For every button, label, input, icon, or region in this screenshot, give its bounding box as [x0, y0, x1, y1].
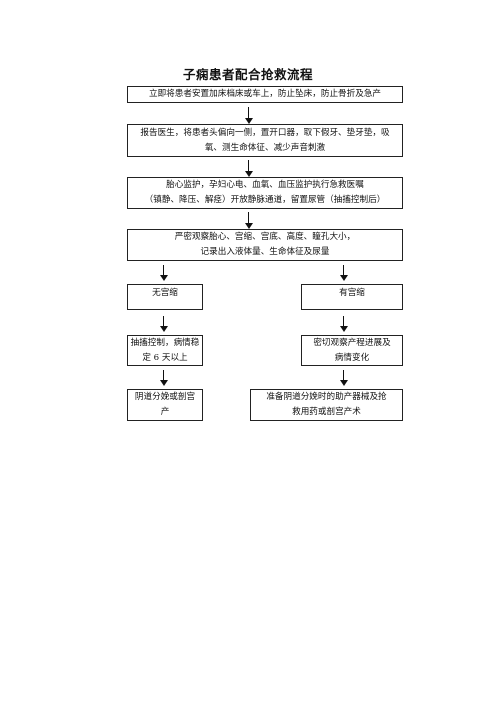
step-monitoring-line-2: （镇静、降压、解痉）开放静脉通道，留置尿管（抽搐控制后） — [144, 195, 386, 205]
right-observe-labor-line-2: 病情变化 — [334, 352, 370, 363]
right-prepare-delivery-line-1: 准备阴道分娩时的助产器械及抢 — [266, 392, 387, 402]
flowchart-title: 子痫患者配合抢救流程 — [182, 67, 313, 82]
right-observe-labor: 密切观察产程进展及 病情变化 — [301, 335, 403, 366]
arrow-left-2 — [160, 316, 168, 332]
arrow-left-3 — [160, 370, 168, 386]
arrow-to-contraction — [340, 265, 348, 281]
step-observation-line-1: 严密观察胎心、宫缩、宫底、高度、瞳孔大小， — [174, 232, 356, 242]
arrow-down-2 — [245, 160, 253, 177]
step-bed-safety-line-1: 立即将患者安置加床档床或车上，防止坠床，防止骨折及急产 — [148, 89, 382, 99]
right-observe-labor-line-1: 密切观察产程进展及 — [313, 337, 391, 348]
step-observation-line-2: 记录出入液体量、生命体征及尿量 — [200, 247, 330, 257]
left-no-contraction-label: 无宫缩 — [152, 288, 178, 298]
step-observation: 严密观察胎心、宫缩、宫底、高度、瞳孔大小， 记录出入液体量、生命体征及尿量 — [127, 229, 403, 261]
left-no-contraction: 无宫缩 — [127, 284, 203, 310]
right-contraction-label: 有宫缩 — [339, 288, 365, 298]
right-prepare-delivery: 准备阴道分娩时的助产器械及抢 救用药或剖宫产术 — [250, 389, 403, 421]
left-delivery: 阴道分娩或剖宫 产 — [127, 389, 203, 421]
step-report-doctor-line-2: 氧、测生命体征、减少声音刺激 — [204, 142, 326, 153]
left-convulsion-controlled-line-1: 抽搐控制，病情稳 — [130, 337, 200, 348]
step-report-doctor: 报告医生，将患者头偏向一侧，置开口器，取下假牙、垫牙垫，吸 氧、测生命体征、减少… — [127, 124, 403, 157]
arrow-down-3 — [245, 212, 253, 229]
arrow-to-no-contraction — [160, 265, 168, 281]
right-contraction: 有宫缩 — [301, 284, 403, 310]
step-monitoring: 胎心监护，孕妇心电、血氧、血压监护执行急救医嘱 （镇静、降压、解痉）开放静脉通道… — [127, 177, 403, 209]
arrow-right-3 — [340, 370, 348, 386]
step-report-doctor-line-1: 报告医生，将患者头偏向一侧，置开口器，取下假牙、垫牙垫，吸 — [140, 127, 390, 138]
arrow-down-1 — [245, 107, 253, 124]
step-bed-safety: 立即将患者安置加床档床或车上，防止坠床，防止骨折及急产 — [127, 86, 403, 103]
left-delivery-line-2: 产 — [160, 407, 170, 417]
arrow-right-2 — [340, 316, 348, 332]
step-monitoring-line-1: 胎心监护，孕妇心电、血氧、血压监护执行急救医嘱 — [166, 180, 364, 190]
left-convulsion-controlled-line-2: 定 6 天以上 — [142, 352, 188, 363]
left-convulsion-controlled: 抽搐控制，病情稳 定 6 天以上 — [127, 335, 203, 366]
right-prepare-delivery-line-2: 救用药或剖宫产术 — [292, 407, 361, 417]
left-delivery-line-1: 阴道分娩或剖宫 — [134, 392, 196, 402]
